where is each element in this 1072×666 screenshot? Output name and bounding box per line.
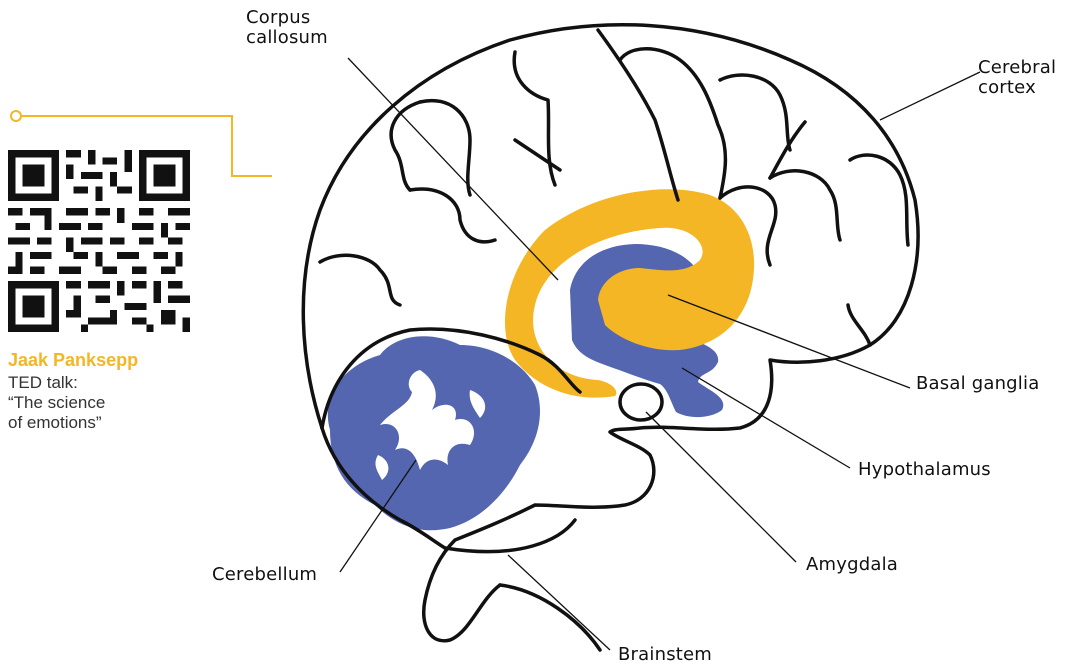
basal-ganglia-region xyxy=(505,189,755,398)
cerebellum-folds xyxy=(375,370,486,480)
qr-code-icon[interactable] xyxy=(8,150,190,332)
label-amygdala: Amygdala xyxy=(806,554,899,575)
label-basal-ganglia: Basal ganglia xyxy=(916,373,1040,394)
qr-description: TED talk: “The science of emotions” xyxy=(8,373,168,433)
label-corpus-callosum-line1: Corpus xyxy=(246,7,311,28)
label-cerebral-cortex: Cerebral cortex xyxy=(978,58,1056,98)
qr-desc-line3: of emotions” xyxy=(8,413,102,432)
label-cerebellum: Cerebellum xyxy=(212,564,318,585)
leader-lines xyxy=(339,57,981,651)
brain-outline xyxy=(301,22,920,652)
qr-desc-line1: TED talk: xyxy=(8,373,78,392)
qr-speaker-name[interactable]: Jaak Panksepp xyxy=(8,350,139,370)
label-corpus-callosum: Corpus callosum xyxy=(246,8,328,48)
label-cerebral-cortex-line2: cortex xyxy=(978,77,1036,98)
label-hypothalamus: Hypothalamus xyxy=(858,459,991,480)
label-corpus-callosum-line2: callosum xyxy=(246,27,328,48)
label-brainstem: Brainstem xyxy=(618,644,713,665)
qr-connector xyxy=(10,110,272,177)
qr-desc-line2: “The science xyxy=(8,393,106,412)
label-cerebral-cortex-line1: Cerebral xyxy=(978,57,1057,78)
amygdala-shape xyxy=(618,382,664,422)
